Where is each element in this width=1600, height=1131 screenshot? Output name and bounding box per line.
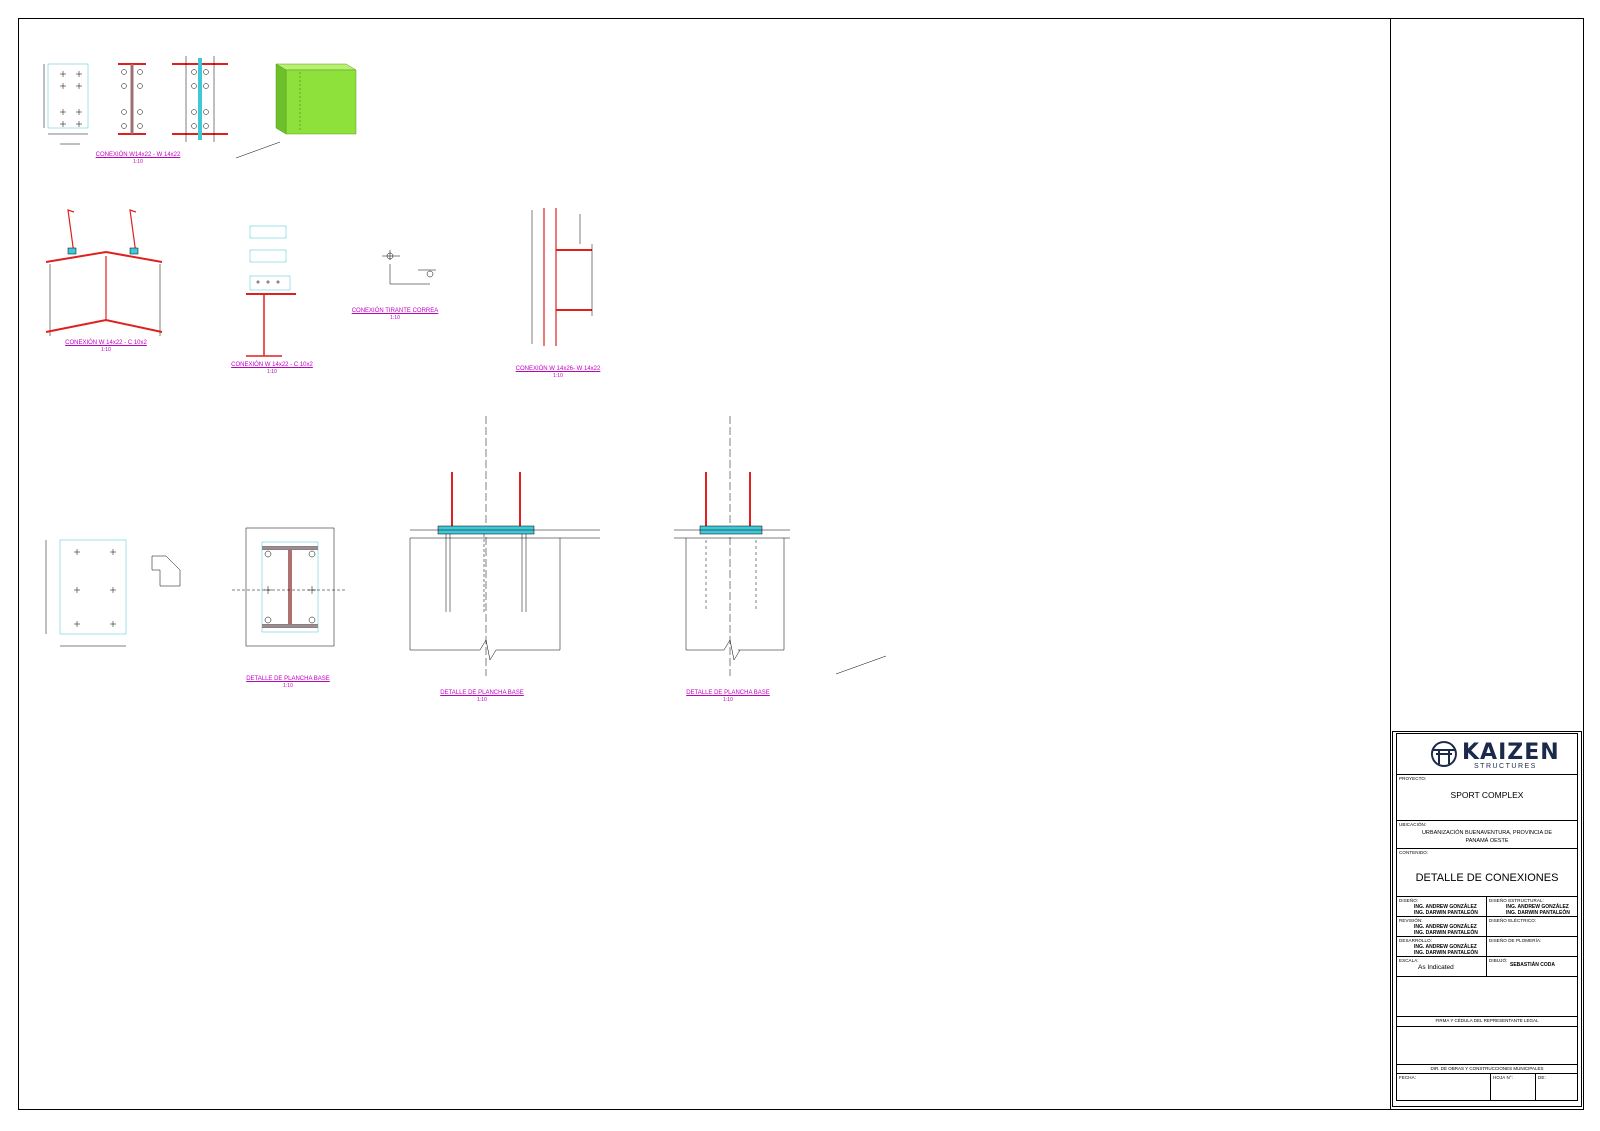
title-block xyxy=(1396,733,1578,1101)
divider xyxy=(1396,1016,1578,1017)
caption-plancha-base-3: DETALLE DE PLANCHA BASE xyxy=(686,690,770,696)
revision-name-1: ING. ANDREW GONZÁLEZ xyxy=(1414,924,1477,930)
detail-connection-w14-w14 xyxy=(43,56,357,159)
revision-name-2: ING. DARWIN PANTALEÓN xyxy=(1414,930,1478,936)
diseno-name-1: ING. ANDREW GONZÁLEZ xyxy=(1414,904,1477,910)
de-label: DE: xyxy=(1538,1075,1546,1080)
kaizen-logo-icon xyxy=(1430,741,1457,767)
dibujo-label: DIBUJÓ: xyxy=(1489,958,1508,963)
divider xyxy=(1535,1073,1536,1101)
diseno-name-2: ING. DARWIN PANTALEÓN xyxy=(1414,910,1478,916)
logo-name: KAIZEN xyxy=(1462,740,1560,765)
divider xyxy=(1396,956,1578,957)
diseno-estructural-name-1: ING. ANDREW GONZÁLEZ xyxy=(1506,904,1569,910)
detail-base-plate-4 xyxy=(674,416,887,676)
caption-scale: 1:10 xyxy=(283,683,293,689)
divider xyxy=(1396,1026,1578,1027)
caption-scale: 1:10 xyxy=(723,697,733,703)
caption-scale: 1:10 xyxy=(101,347,111,353)
fecha-label: FECHA: xyxy=(1399,1075,1417,1080)
revision-label: REVISIÓN: xyxy=(1399,918,1423,923)
detail-connection-w14-c10 xyxy=(45,208,593,357)
divider xyxy=(1490,1073,1491,1101)
caption-plancha-base-2: DETALLE DE PLANCHA BASE xyxy=(440,690,524,696)
desarrollo-name-2: ING. DARWIN PANTALEÓN xyxy=(1414,950,1478,956)
escala-value: As Indicated xyxy=(1418,964,1454,971)
divider xyxy=(1396,820,1578,821)
hoja-label: HOJA N°: xyxy=(1493,1075,1514,1080)
caption-scale: 1:10 xyxy=(133,159,143,165)
caption-scale: 1:10 xyxy=(553,373,563,379)
caption-scale: 1:10 xyxy=(477,697,487,703)
divider xyxy=(1396,936,1578,937)
escala-label: ESCALA: xyxy=(1399,958,1419,963)
desarrollo-name-1: ING. ANDREW GONZÁLEZ xyxy=(1414,944,1477,950)
contenido-label: CONTENIDO: xyxy=(1399,850,1429,855)
caption-conexion-w14-w14: CONEXIÓN W14x22 - W 14x22 xyxy=(95,152,181,158)
ubicacion-label: UBICACIÓN: xyxy=(1399,822,1427,827)
caption-conexion-tirante-correa: CONEXIÓN TIRANTE CORREA xyxy=(351,308,439,314)
logo-sub: STRUCTURES xyxy=(1474,763,1537,770)
firma-label: FIRMA Y CÉDULA DEL REPRESENTANTE LEGAL xyxy=(1435,1018,1539,1023)
sheet-content-title: DETALLE DE CONEXIONES xyxy=(1415,872,1559,884)
diseno-plomeria-label: DISEÑO DE PLOMERÍA: xyxy=(1489,938,1542,943)
project-name: SPORT COMPLEX xyxy=(1450,790,1524,800)
diseno-electrico-label: DISEÑO ELÉCTRICO: xyxy=(1489,918,1537,923)
title-block-column xyxy=(1390,18,1584,1110)
municipal-label: DIR. DE OBRAS Y CONSTRUCCIONES MUNICIPAL… xyxy=(1430,1066,1544,1071)
caption-scale: 1:10 xyxy=(390,315,400,321)
caption-conexion-w14-c10-b: CONEXIÓN W 14x22 - C 10x2 xyxy=(231,362,313,368)
divider xyxy=(1396,848,1578,849)
sheet-border xyxy=(18,18,1584,1110)
detail-base-plate-2 xyxy=(232,527,346,647)
ubicacion-line-1: URBANIZACIÓN BUENAVENTURA, PROVINCIA DE xyxy=(1421,830,1553,836)
detail-base-plate-3 xyxy=(409,416,600,676)
caption-conexion-w14-c10: CONEXIÓN W 14x22 - C 10x2 xyxy=(65,340,147,346)
diseno-estructural-label: DISEÑO ESTRUCTURAL: xyxy=(1489,898,1544,903)
detail-base-plate-1 xyxy=(45,539,181,647)
diseno-estructural-name-2: ING. DARWIN PANTALEÓN xyxy=(1506,910,1570,916)
desarrollo-label: DESARROLLO: xyxy=(1399,938,1433,943)
title-block-frame xyxy=(1392,731,1582,1107)
caption-plancha-base-1: DETALLE DE PLANCHA BASE xyxy=(246,676,330,682)
divider xyxy=(1396,1064,1578,1065)
divider xyxy=(1396,976,1578,977)
divider xyxy=(1396,774,1578,775)
divider xyxy=(1396,916,1578,917)
divider xyxy=(1396,1073,1578,1074)
caption-conexion-w14-26: CONEXIÓN W 14x26- W 14x22 xyxy=(515,366,601,372)
caption-scale: 1:10 xyxy=(267,369,277,375)
diseno-label: DISEÑO: xyxy=(1399,898,1419,903)
divider xyxy=(1396,896,1578,897)
dibujo-name: SEBASTIÁN CODA xyxy=(1510,962,1556,968)
proyecto-label: PROYECTO: xyxy=(1399,776,1427,781)
ubicacion-line-2: PANAMÁ OESTE xyxy=(1465,838,1509,844)
